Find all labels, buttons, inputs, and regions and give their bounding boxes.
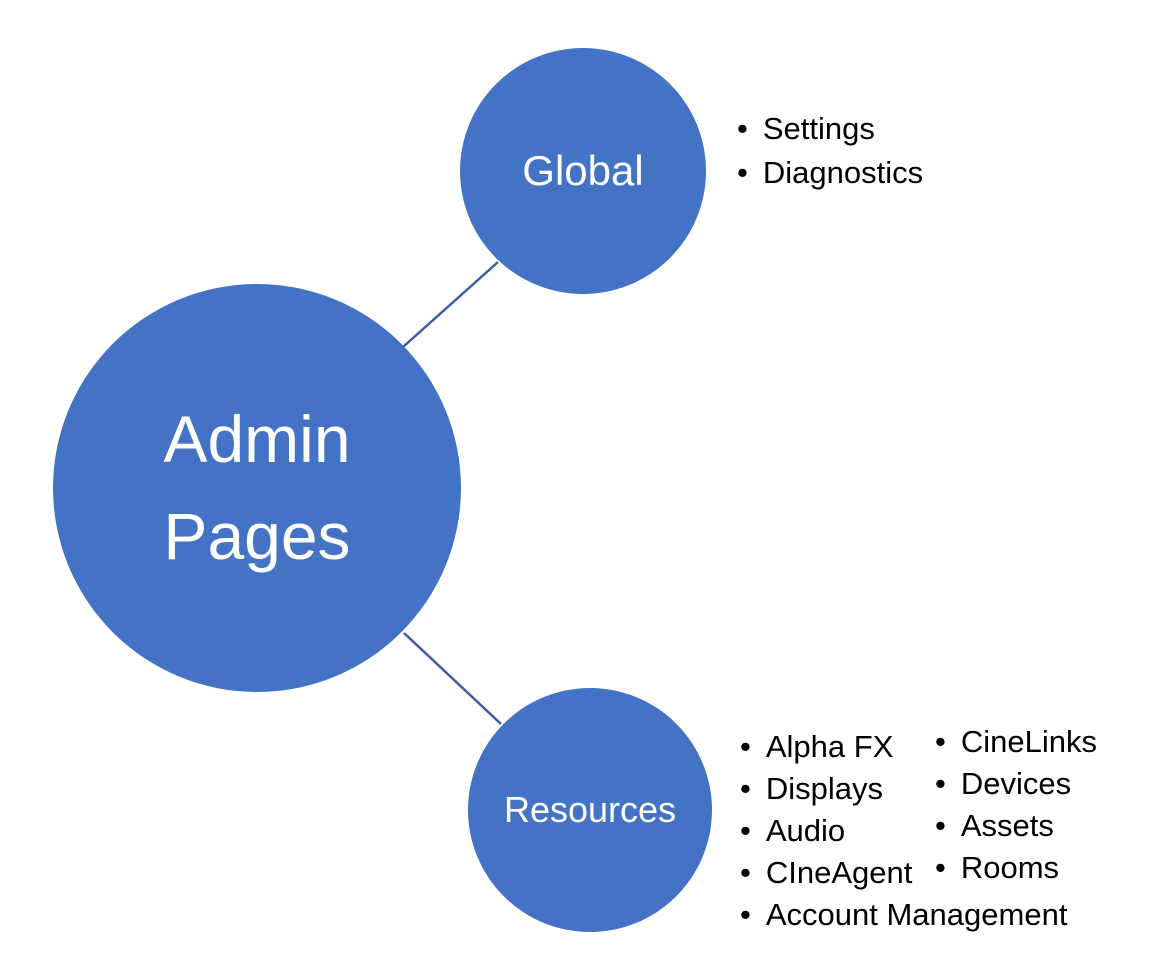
connector-admin-to-global	[402, 261, 499, 348]
node-resources: Resources	[468, 688, 712, 932]
list-item-account-management: Account Management	[740, 894, 1068, 936]
node-global: Global	[460, 48, 706, 294]
node-global-label: Global	[522, 147, 644, 194]
list-item-alpha-fx: Alpha FX	[740, 726, 1067, 768]
resources-items-column-right: CineLinks Devices Assets Rooms	[935, 721, 1097, 889]
node-admin-pages: Admin Pages	[53, 284, 461, 692]
list-item-assets: Assets	[935, 805, 1097, 847]
list-item-rooms: Rooms	[935, 847, 1097, 889]
list-item-cineagent: CIneAgent	[740, 852, 1067, 894]
list-item-devices: Devices	[935, 763, 1097, 805]
node-resources-label: Resources	[503, 789, 677, 830]
connector-admin-to-resources	[403, 632, 502, 725]
node-admin-pages-label: Admin Pages	[163, 401, 351, 573]
global-items-list: Settings Diagnostics	[737, 107, 923, 195]
list-item-diagnostics: Diagnostics	[737, 151, 923, 195]
list-item-audio: Audio	[740, 810, 1067, 852]
resources-items-column-left: Alpha FX Displays Audio CIneAgent Accoun…	[740, 726, 1068, 936]
list-item-displays: Displays	[740, 768, 1067, 810]
list-item-settings: Settings	[737, 107, 923, 151]
list-item-cinelinks: CineLinks	[935, 721, 1097, 763]
